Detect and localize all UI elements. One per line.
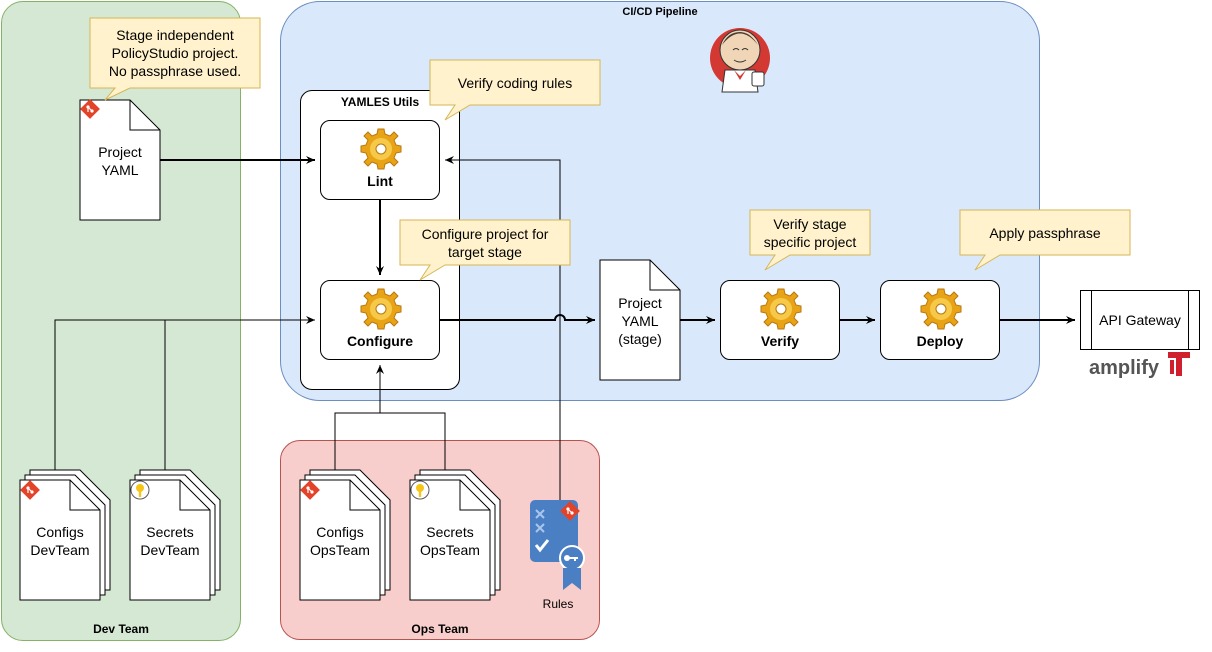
api-gateway-label: API Gateway — [1091, 291, 1189, 349]
note-configure-project — [399, 219, 571, 281]
key-icon — [130, 480, 150, 500]
secrets-devteam-stack — [129, 469, 221, 601]
jenkins-icon — [710, 28, 770, 93]
verify-label: Verify — [760, 333, 800, 349]
amplify-logo: amplify — [1089, 352, 1190, 379]
note-verify-coding-rules — [429, 59, 601, 121]
configs-opsteam-stack — [299, 469, 391, 601]
project-yaml-document — [79, 98, 161, 221]
rules-certificate-icon — [530, 500, 585, 590]
edge-configure-to-stage — [440, 314, 595, 324]
ops-team-label: Ops Team — [411, 622, 469, 636]
cicd-pipeline-label: CI/CD Pipeline — [622, 6, 698, 18]
api-gateway-box[interactable]: API Gateway — [1080, 290, 1200, 350]
note-stage-independent — [89, 17, 261, 101]
amplify-logo-text: amplify — [1089, 357, 1160, 379]
yamles-utils-label: YAMLES Utils — [340, 95, 420, 109]
note-apply-passphrase-text: Apply passphrase — [989, 224, 1101, 241]
configure-step[interactable]: Configure — [320, 280, 440, 360]
lint-step[interactable]: Lint — [320, 120, 440, 200]
note-verify-coding-rules-text: Verify coding rules — [457, 74, 573, 91]
configure-label: Configure — [346, 333, 414, 349]
key-icon — [410, 480, 430, 500]
edge-ops-secrets-to-configure — [380, 412, 446, 470]
note-verify-stage — [749, 209, 871, 271]
deploy-step[interactable]: Deploy — [880, 280, 1000, 360]
edge-dev-configs-to-configure — [54, 316, 315, 470]
dev-team-label: Dev Team — [93, 622, 149, 636]
deploy-label: Deploy — [916, 333, 964, 349]
edge-rules-to-lint — [445, 156, 561, 500]
project-yaml-stage-document — [599, 259, 681, 381]
lint-label: Lint — [367, 173, 393, 189]
edge-ops-to-configure — [334, 365, 384, 470]
secrets-opsteam-stack — [409, 469, 501, 601]
verify-step[interactable]: Verify — [720, 280, 840, 360]
note-apply-passphrase — [959, 209, 1131, 271]
rules-label: Rules — [542, 597, 574, 611]
configs-devteam-stack — [19, 469, 111, 601]
